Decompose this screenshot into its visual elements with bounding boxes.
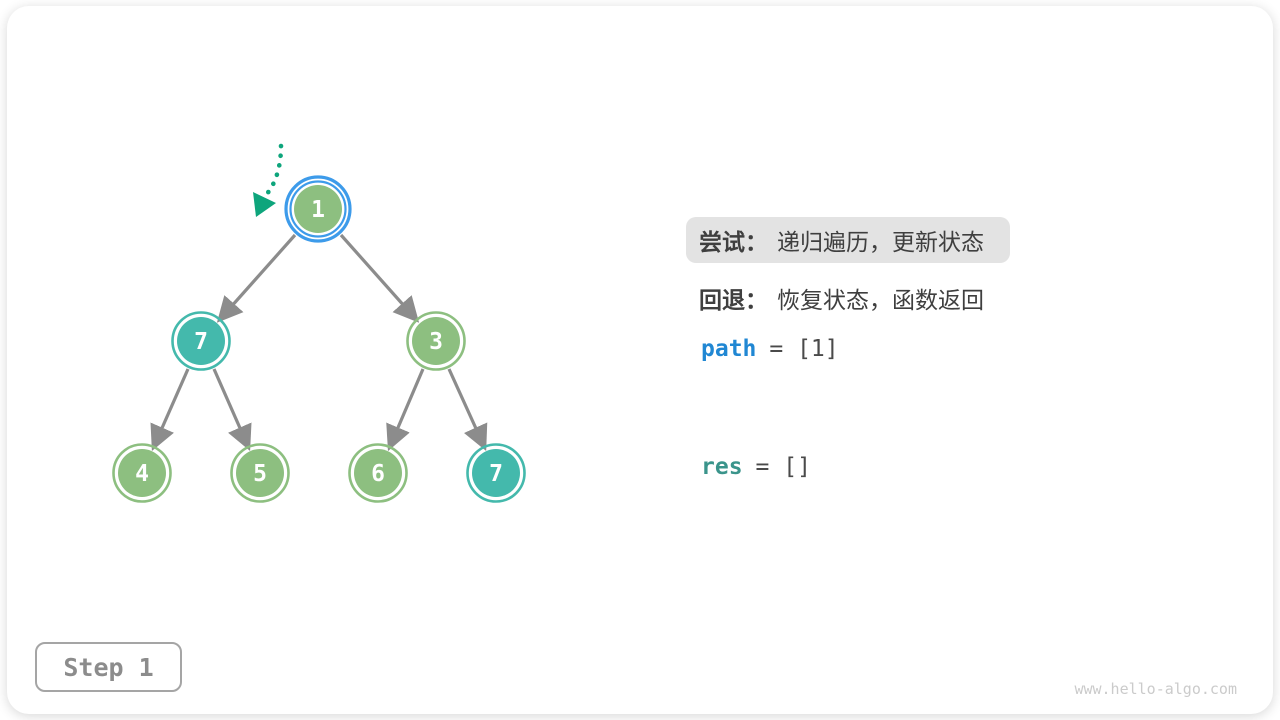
node-value: 5 bbox=[253, 461, 267, 487]
tree-node-right-left: 6 bbox=[348, 443, 408, 503]
node-value: 7 bbox=[489, 461, 503, 487]
tree-node-right-right: 7 bbox=[466, 443, 526, 503]
res-variable-line: res = [] bbox=[701, 451, 811, 483]
tree-edge bbox=[447, 368, 488, 451]
node-value: 6 bbox=[371, 461, 385, 487]
tree-node-left-right: 5 bbox=[230, 443, 290, 503]
node-value: 3 bbox=[429, 329, 443, 355]
figure-card: 1 7 3 4 5 6 bbox=[7, 6, 1273, 714]
annotation-try: 尝试： 递归遍历，更新状态 bbox=[686, 217, 1010, 263]
step-label: Step 1 bbox=[63, 652, 154, 682]
res-var-name: res bbox=[701, 454, 743, 480]
node-value: 1 bbox=[311, 197, 325, 223]
tree-edge bbox=[339, 233, 420, 323]
tree-edge bbox=[216, 233, 297, 323]
tree-edge bbox=[212, 368, 252, 452]
path-var-value: = [1] bbox=[769, 336, 839, 362]
back-text: 恢复状态，函数返回 bbox=[777, 287, 984, 313]
tree-node-left-left: 4 bbox=[112, 443, 172, 503]
path-var-name: path bbox=[701, 336, 757, 362]
current-pointer-icon bbox=[253, 143, 284, 217]
res-var-value: = [] bbox=[755, 454, 811, 480]
annotation-back: 回退： 恢复状态，函数返回 bbox=[699, 282, 984, 314]
tree-edge bbox=[386, 368, 425, 452]
step-indicator: Step 1 bbox=[35, 642, 182, 692]
tree-edge bbox=[150, 368, 190, 452]
path-variable-line: path = [1] bbox=[701, 333, 839, 365]
tree-edges bbox=[150, 233, 488, 452]
binary-tree-diagram: 1 7 3 4 5 6 bbox=[112, 143, 526, 503]
tree-node-right: 3 bbox=[406, 311, 466, 371]
tree-node-root: 1 bbox=[284, 175, 352, 243]
tree-node-left: 7 bbox=[171, 311, 231, 371]
try-text: 递归遍历，更新状态 bbox=[777, 229, 984, 255]
node-value: 4 bbox=[135, 461, 149, 487]
watermark: www.hello-algo.com bbox=[1074, 680, 1237, 698]
back-label: 回退： bbox=[699, 287, 768, 313]
node-value: 7 bbox=[194, 329, 208, 355]
try-label: 尝试： bbox=[699, 229, 768, 255]
